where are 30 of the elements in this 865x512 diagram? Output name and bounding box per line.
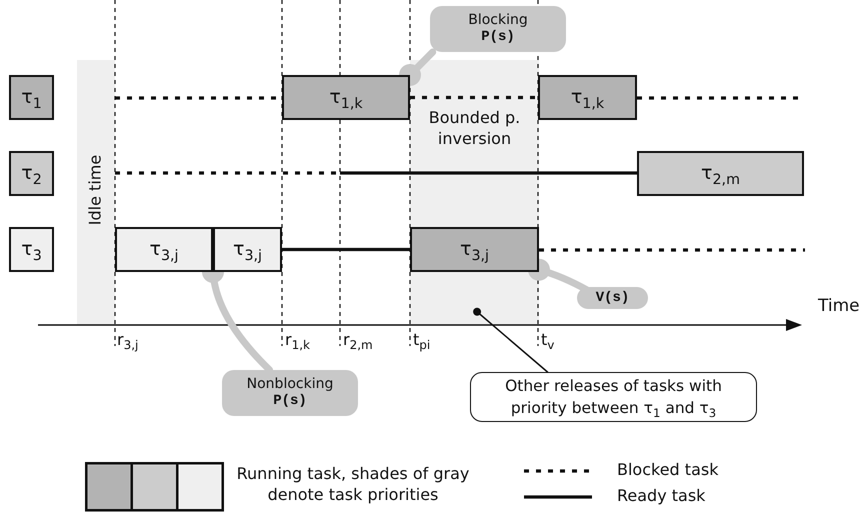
time-label: r$_{3,j}$	[117, 330, 138, 349]
callout-bubble: V(s)	[577, 287, 648, 309]
axis-label: Time	[818, 296, 860, 316]
task-run-box: τ$_{3,j}$	[115, 227, 213, 272]
legend-text: Blocked task	[617, 460, 718, 479]
inversion-band	[410, 60, 539, 325]
callout-bubble: Nonblocking P(s)	[222, 370, 358, 416]
legend-text: Ready task	[617, 486, 706, 505]
state-line	[280, 248, 412, 252]
task-run-box: τ$_{1,k}$	[538, 75, 637, 120]
task-run-box: τ$_{3,j}$	[213, 227, 282, 272]
time-label: r$_{2,m}$	[343, 330, 373, 349]
leader-line	[473, 308, 548, 373]
band-label: Bounded p. inversion	[428, 108, 522, 150]
callout-bubble: Blocking P(s)	[430, 6, 566, 52]
task-run-box: τ$_{2,m}$	[637, 151, 804, 196]
band-label: Idle time	[86, 154, 106, 226]
task-run-box: τ$_{3,j}$	[410, 227, 539, 272]
legend-text: Running task, shades of gray denote task priorities	[236, 464, 470, 506]
callout-leader	[399, 48, 436, 86]
task-label-box: τ$_{2}$	[9, 151, 54, 196]
state-line	[410, 96, 538, 100]
time-label: t$_{v}$	[541, 330, 554, 349]
task-label-box: τ$_{3}$	[9, 227, 54, 272]
note-box: Other releases of tasks with priority between τ$_{1}$ and τ$_{3}$	[470, 372, 757, 422]
task-label-box: τ$_{1}$	[9, 75, 54, 120]
idle-time-band	[77, 60, 115, 325]
time-label: r$_{1,k}$	[285, 330, 310, 349]
time-label: t$_{pi}$	[413, 330, 430, 349]
task-run-box: τ$_{1,k}$	[282, 75, 410, 120]
